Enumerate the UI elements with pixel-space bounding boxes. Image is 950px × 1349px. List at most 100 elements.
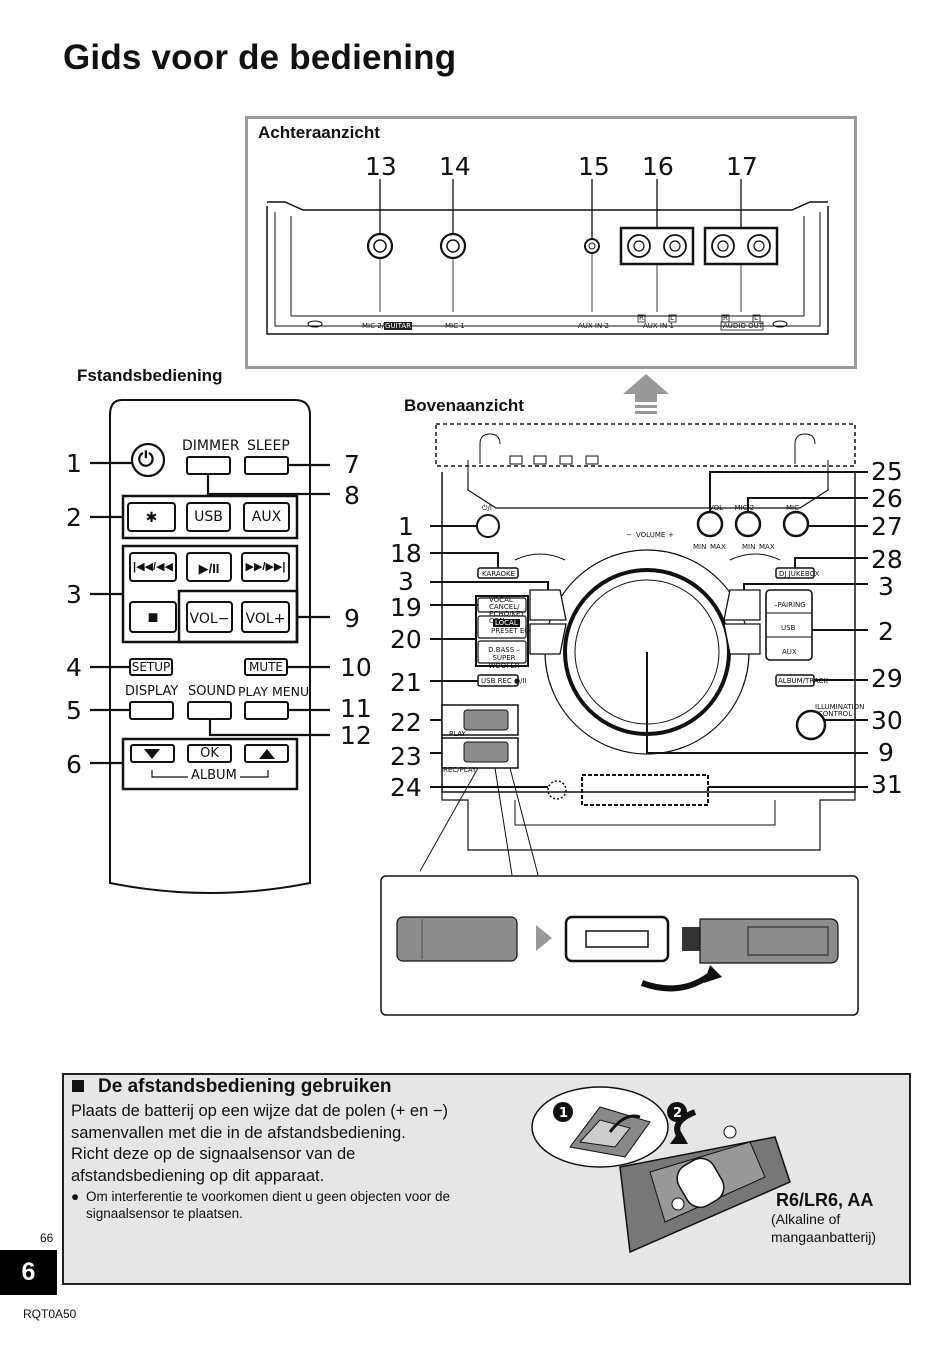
remote-callout-10: 10 — [340, 653, 372, 682]
album-track-button[interactable]: ALBUM/TRACK — [778, 677, 829, 685]
display-button[interactable] — [130, 702, 173, 719]
remote-callout-8: 8 — [344, 481, 360, 510]
mute-button[interactable]: MUTE — [248, 660, 284, 674]
bullet-icon: ● — [71, 1189, 80, 1204]
up-arrow-icon — [623, 374, 669, 414]
remote-callout-12: 12 — [340, 721, 372, 750]
album-down-button[interactable] — [131, 745, 174, 762]
display-label: DISPLAY — [125, 684, 179, 699]
dimmer-label: DIMMER — [182, 438, 240, 454]
illumination-label: ILLUMINATION CONTROL — [815, 703, 865, 718]
top-callout-1: 1 — [398, 512, 414, 541]
play-label: PLAY — [449, 730, 466, 738]
setup-button[interactable]: SETUP — [131, 660, 171, 674]
album-label: ALBUM — [188, 768, 240, 783]
callout-13: 13 — [365, 152, 397, 181]
min-label-1: MIN — [693, 543, 707, 551]
bluetooth-button[interactable]: ✱ — [128, 503, 175, 531]
play-menu-button[interactable] — [245, 702, 288, 719]
vol-mic2-label: VOL — MIC 2 — [709, 504, 755, 512]
aux-in1-r-label: R — [639, 314, 644, 322]
sound-button[interactable] — [188, 702, 231, 719]
sleep-button[interactable] — [245, 457, 288, 474]
mic2-label: MIC 2/GUITAR — [362, 322, 413, 330]
top-callout-29: 29 — [871, 664, 903, 693]
sleep-label: SLEEP — [247, 438, 290, 454]
vol-down-button[interactable]: VOL− — [189, 611, 230, 627]
usb-insert-inset — [380, 875, 859, 1016]
callout-16: 16 — [642, 152, 674, 181]
ok-button[interactable]: OK — [200, 746, 219, 761]
rec-play-label: REC/PLAY — [443, 766, 477, 774]
callout-14: 14 — [439, 152, 471, 181]
page-number-tab: 6 — [0, 1250, 57, 1295]
top-usb-button[interactable]: USB — [781, 624, 796, 632]
mic1-label: MIC 1 — [445, 322, 465, 330]
remote-callout-11: 11 — [340, 694, 372, 723]
sound-label: SOUND — [188, 684, 236, 699]
battery-sub: (Alkaline of mangaanbatterij) — [771, 1211, 877, 1245]
pairing-label: –PAIRING — [774, 601, 806, 609]
rear-view-frame — [245, 116, 857, 369]
top-view-diagram — [420, 423, 868, 876]
power-icon[interactable]: ⏻ — [138, 449, 154, 471]
aux-in1-label: AUX IN 1 — [643, 322, 674, 330]
play-pause-button[interactable]: ▶/II — [198, 561, 220, 576]
mic-guitar-label: MIC — [786, 504, 799, 512]
top-callout-28: 28 — [871, 545, 903, 574]
top-callout-3-right: 3 — [878, 572, 894, 601]
top-callout-3-left: 3 — [398, 567, 414, 596]
usb-rec-button[interactable]: USB REC ●/II — [481, 677, 527, 685]
callout-17: 17 — [726, 152, 758, 181]
remote-usage-text: Plaats de batterij op een wijze dat de p… — [71, 1102, 448, 1185]
page-number-small: 66 — [40, 1231, 54, 1245]
volume-plus: + — [668, 531, 674, 539]
album-up-button[interactable] — [245, 745, 288, 762]
dj-jukebox-button[interactable]: DJ JUKEBOX — [779, 570, 820, 578]
aux-in1-l-label: L — [670, 314, 674, 322]
local-label: LOCAL — [493, 619, 520, 627]
rear-view-diagram — [266, 179, 829, 335]
top-callout-9: 9 — [878, 738, 894, 767]
play-menu-label: PLAY MENU — [238, 684, 310, 699]
stop-button[interactable]: ■ — [147, 607, 159, 627]
remote-callout-9: 9 — [344, 604, 360, 633]
model-code: RQT0A50 — [23, 1307, 77, 1321]
top-callout-18: 18 — [390, 539, 422, 568]
prev-button[interactable]: |◀◀/◀◀ — [133, 561, 173, 573]
audio-out-r-label: R — [723, 314, 728, 322]
remote-label: Fstandsbediening — [77, 366, 223, 385]
remote-control-diagram — [90, 399, 330, 894]
aux-button[interactable]: AUX — [251, 509, 282, 525]
next-button[interactable]: ▶▶/▶▶| — [245, 561, 286, 573]
max-label-2: MAX — [759, 543, 775, 551]
preset-eq-button[interactable]: PRESET EQ — [491, 627, 530, 635]
top-callout-31: 31 — [871, 770, 903, 799]
page-title: Gids voor de bediening — [63, 38, 457, 77]
dimmer-button[interactable] — [187, 457, 230, 474]
battery-type: R6/LR6, AA — [776, 1190, 874, 1210]
bluetooth-icon: ✱ — [145, 509, 158, 525]
top-view-label: Bovenaanzicht — [404, 396, 524, 415]
remote-callout-6: 6 — [66, 750, 82, 779]
volume-label: VOLUME — [636, 531, 666, 539]
top-callout-19: 19 — [390, 593, 422, 622]
volume-minus: − — [626, 531, 632, 539]
top-callout-23: 23 — [390, 742, 422, 771]
square-bullet-icon — [72, 1080, 84, 1092]
remote-callout-7: 7 — [344, 450, 360, 479]
karaoke-button[interactable]: KARAOKE — [482, 570, 516, 578]
vol-up-button[interactable]: VOL+ — [245, 611, 286, 627]
top-callout-25: 25 — [871, 457, 903, 486]
step1-label: 1 — [559, 1106, 568, 1121]
step2-label: 2 — [673, 1106, 682, 1121]
audio-out-label: AUDIO OUT — [723, 322, 764, 330]
aux-in2-label: AUX IN 2 — [578, 322, 609, 330]
top-callout-21: 21 — [390, 668, 422, 697]
min-label-2: MIN — [742, 543, 756, 551]
dbass-button[interactable]: D.BASS –SUPER WOOFER — [488, 646, 520, 670]
usb-button[interactable]: USB — [194, 509, 223, 525]
top-callout-22: 22 — [390, 708, 422, 737]
top-aux-button[interactable]: AUX — [782, 648, 797, 656]
top-power-label: ⏻/I — [482, 504, 492, 512]
